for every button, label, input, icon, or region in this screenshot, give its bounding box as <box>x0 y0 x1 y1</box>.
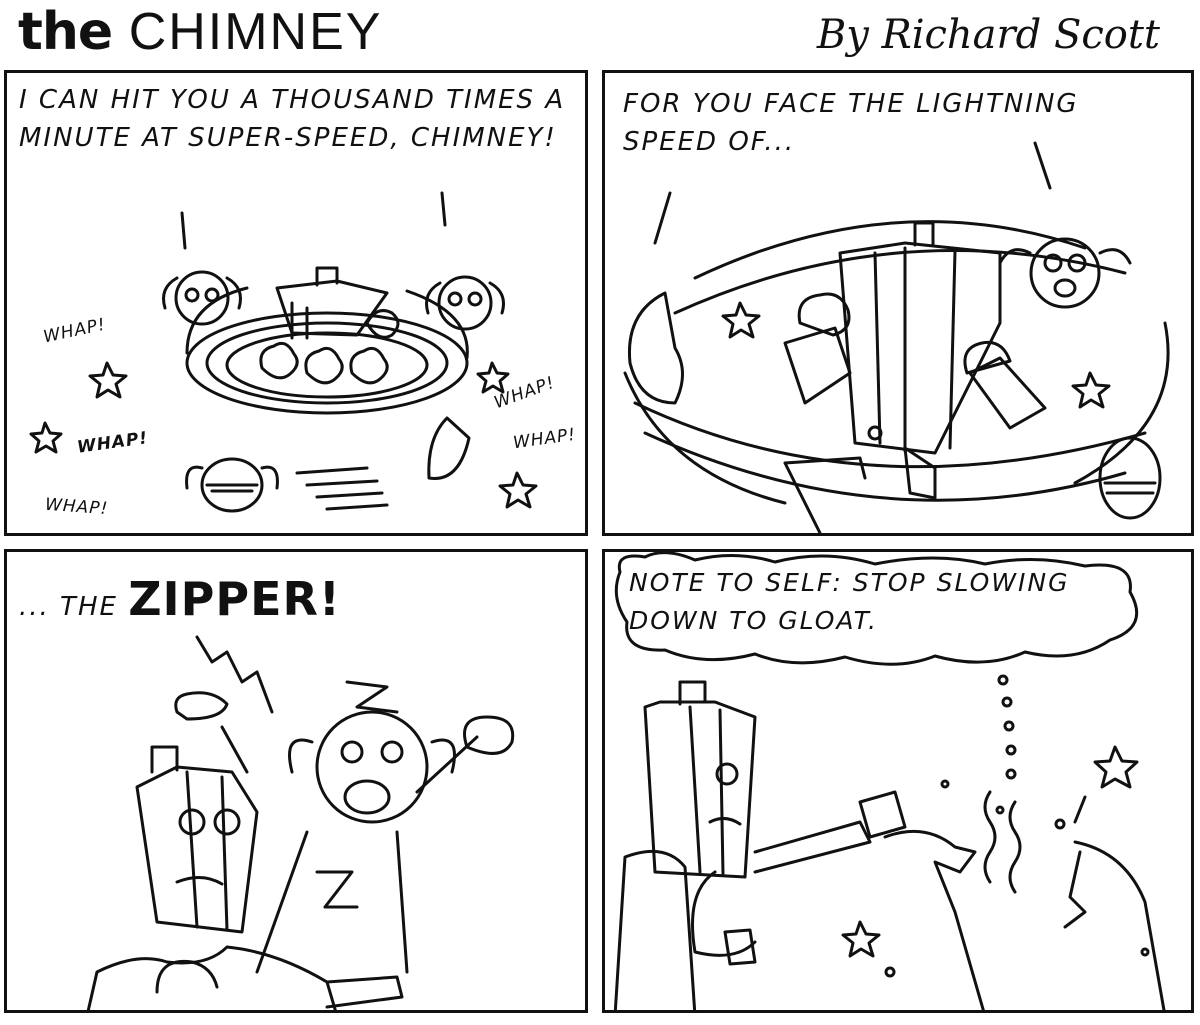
panel-3-caption-lead: ... THE <box>19 592 118 622</box>
comic-title-main: CHIMNEY <box>128 3 383 61</box>
comic-header: the CHIMNEY By Richard Scott <box>0 0 1200 70</box>
panel-2: FOR YOU FACE THE LIGHTNING SPEED OF... <box>602 70 1194 536</box>
comic-byline: By Richard Scott <box>816 12 1160 58</box>
panel-1: I CAN HIT YOU A THOUSAND TIMES A MINUTE … <box>4 70 588 536</box>
panel-1-drawing <box>29 191 538 513</box>
panel-2-caption: FOR YOU FACE THE LIGHTNING SPEED OF... <box>623 89 1079 157</box>
panel-3-drawing <box>86 635 515 1010</box>
panel-1-caption: I CAN HIT YOU A THOUSAND TIMES A MINUTE … <box>19 85 566 153</box>
panel-3-caption: ... THE ZIPPER! <box>19 576 579 626</box>
panel-4: NOTE TO SELF: STOP SLOWING DOWN TO GLOAT… <box>602 549 1194 1013</box>
panel-4-drawing <box>613 552 1166 1010</box>
comic-title-the: the <box>18 2 113 62</box>
panel-4-thought-text: NOTE TO SELF: STOP SLOWING DOWN TO GLOAT… <box>629 568 1070 635</box>
panel-3-caption-name: ZIPPER! <box>128 572 341 626</box>
panel-2-drawing <box>623 141 1170 533</box>
comic-title: the CHIMNEY <box>18 2 382 62</box>
panel-3: ... THE ZIPPER! <box>4 549 588 1013</box>
